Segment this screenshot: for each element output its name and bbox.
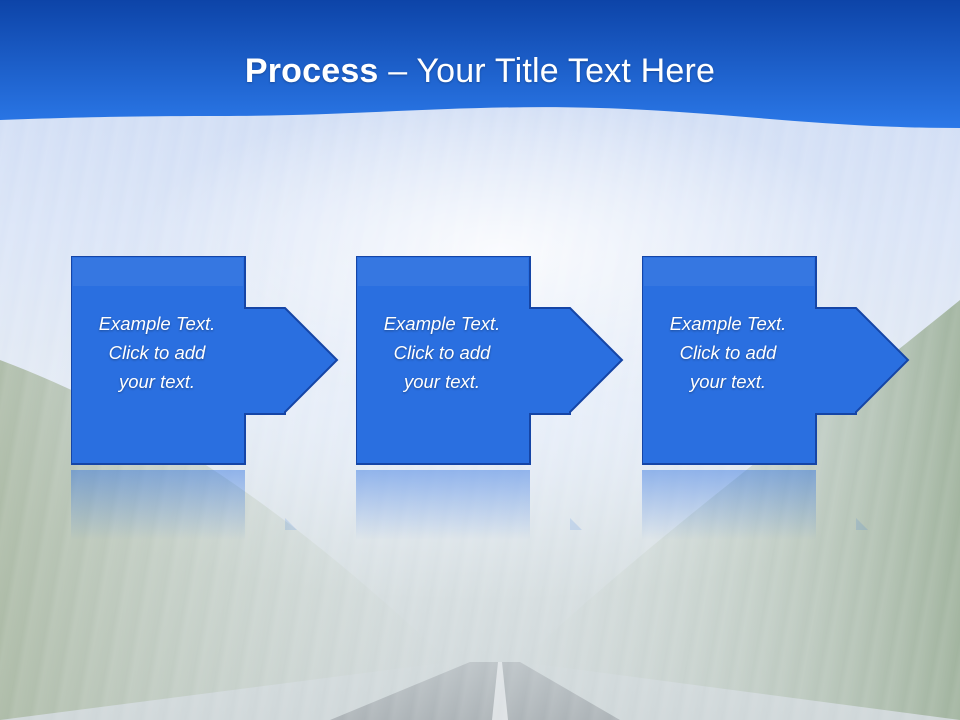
step-text: Example Text. Click to add your text. [71, 309, 243, 396]
process-step-2[interactable]: Example Text. Click to add your text. [356, 256, 626, 476]
step-text: Example Text. Click to add your text. [356, 309, 528, 396]
step-line-1: Example Text. [383, 313, 501, 334]
step-arrow-shape [642, 256, 910, 465]
step-line-2: Click to add [393, 342, 491, 363]
process-step-3[interactable]: Example Text. Click to add your text. [642, 256, 912, 476]
header-banner [0, 0, 960, 128]
step-line-3: your text. [689, 371, 767, 392]
title-rest: – Your Title Text Here [378, 52, 716, 90]
step-line-3: your text. [118, 371, 196, 392]
step-text: Example Text. Click to add your text. [642, 309, 814, 396]
step-line-2: Click to add [679, 342, 777, 363]
step-arrow-shape [71, 256, 339, 465]
slide-title[interactable]: Process – Your Title Text Here [0, 52, 960, 91]
process-step-1[interactable]: Example Text. Click to add your text. [71, 256, 341, 476]
step-line-1: Example Text. [669, 313, 787, 334]
step-arrow-shape [356, 256, 624, 465]
step-line-1: Example Text. [98, 313, 216, 334]
step-line-3: your text. [403, 371, 481, 392]
step-line-2: Click to add [108, 342, 206, 363]
title-bold: Process [244, 52, 379, 90]
